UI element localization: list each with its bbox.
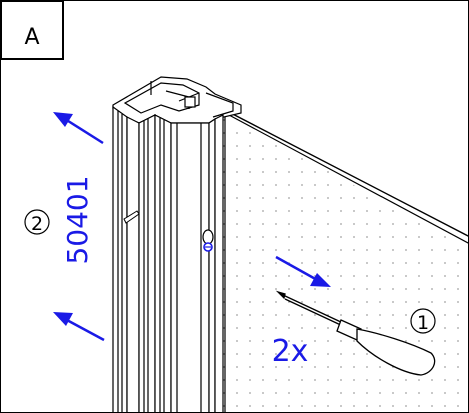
part-number: 50401 xyxy=(61,175,94,264)
step-2-marker: 2 xyxy=(24,209,50,235)
quantity-label: 2x xyxy=(272,334,309,369)
step-2-label: 2 xyxy=(31,213,43,235)
screwdriver-icon xyxy=(275,290,436,376)
step-1-marker: 1 xyxy=(410,308,436,334)
screw-icon xyxy=(202,229,214,252)
aluminium-profile xyxy=(112,76,242,412)
step-1-label: 1 xyxy=(417,312,429,334)
panel-label-box: A xyxy=(1,1,64,60)
panel-label: A xyxy=(24,25,39,50)
arrow-icon xyxy=(53,112,331,342)
